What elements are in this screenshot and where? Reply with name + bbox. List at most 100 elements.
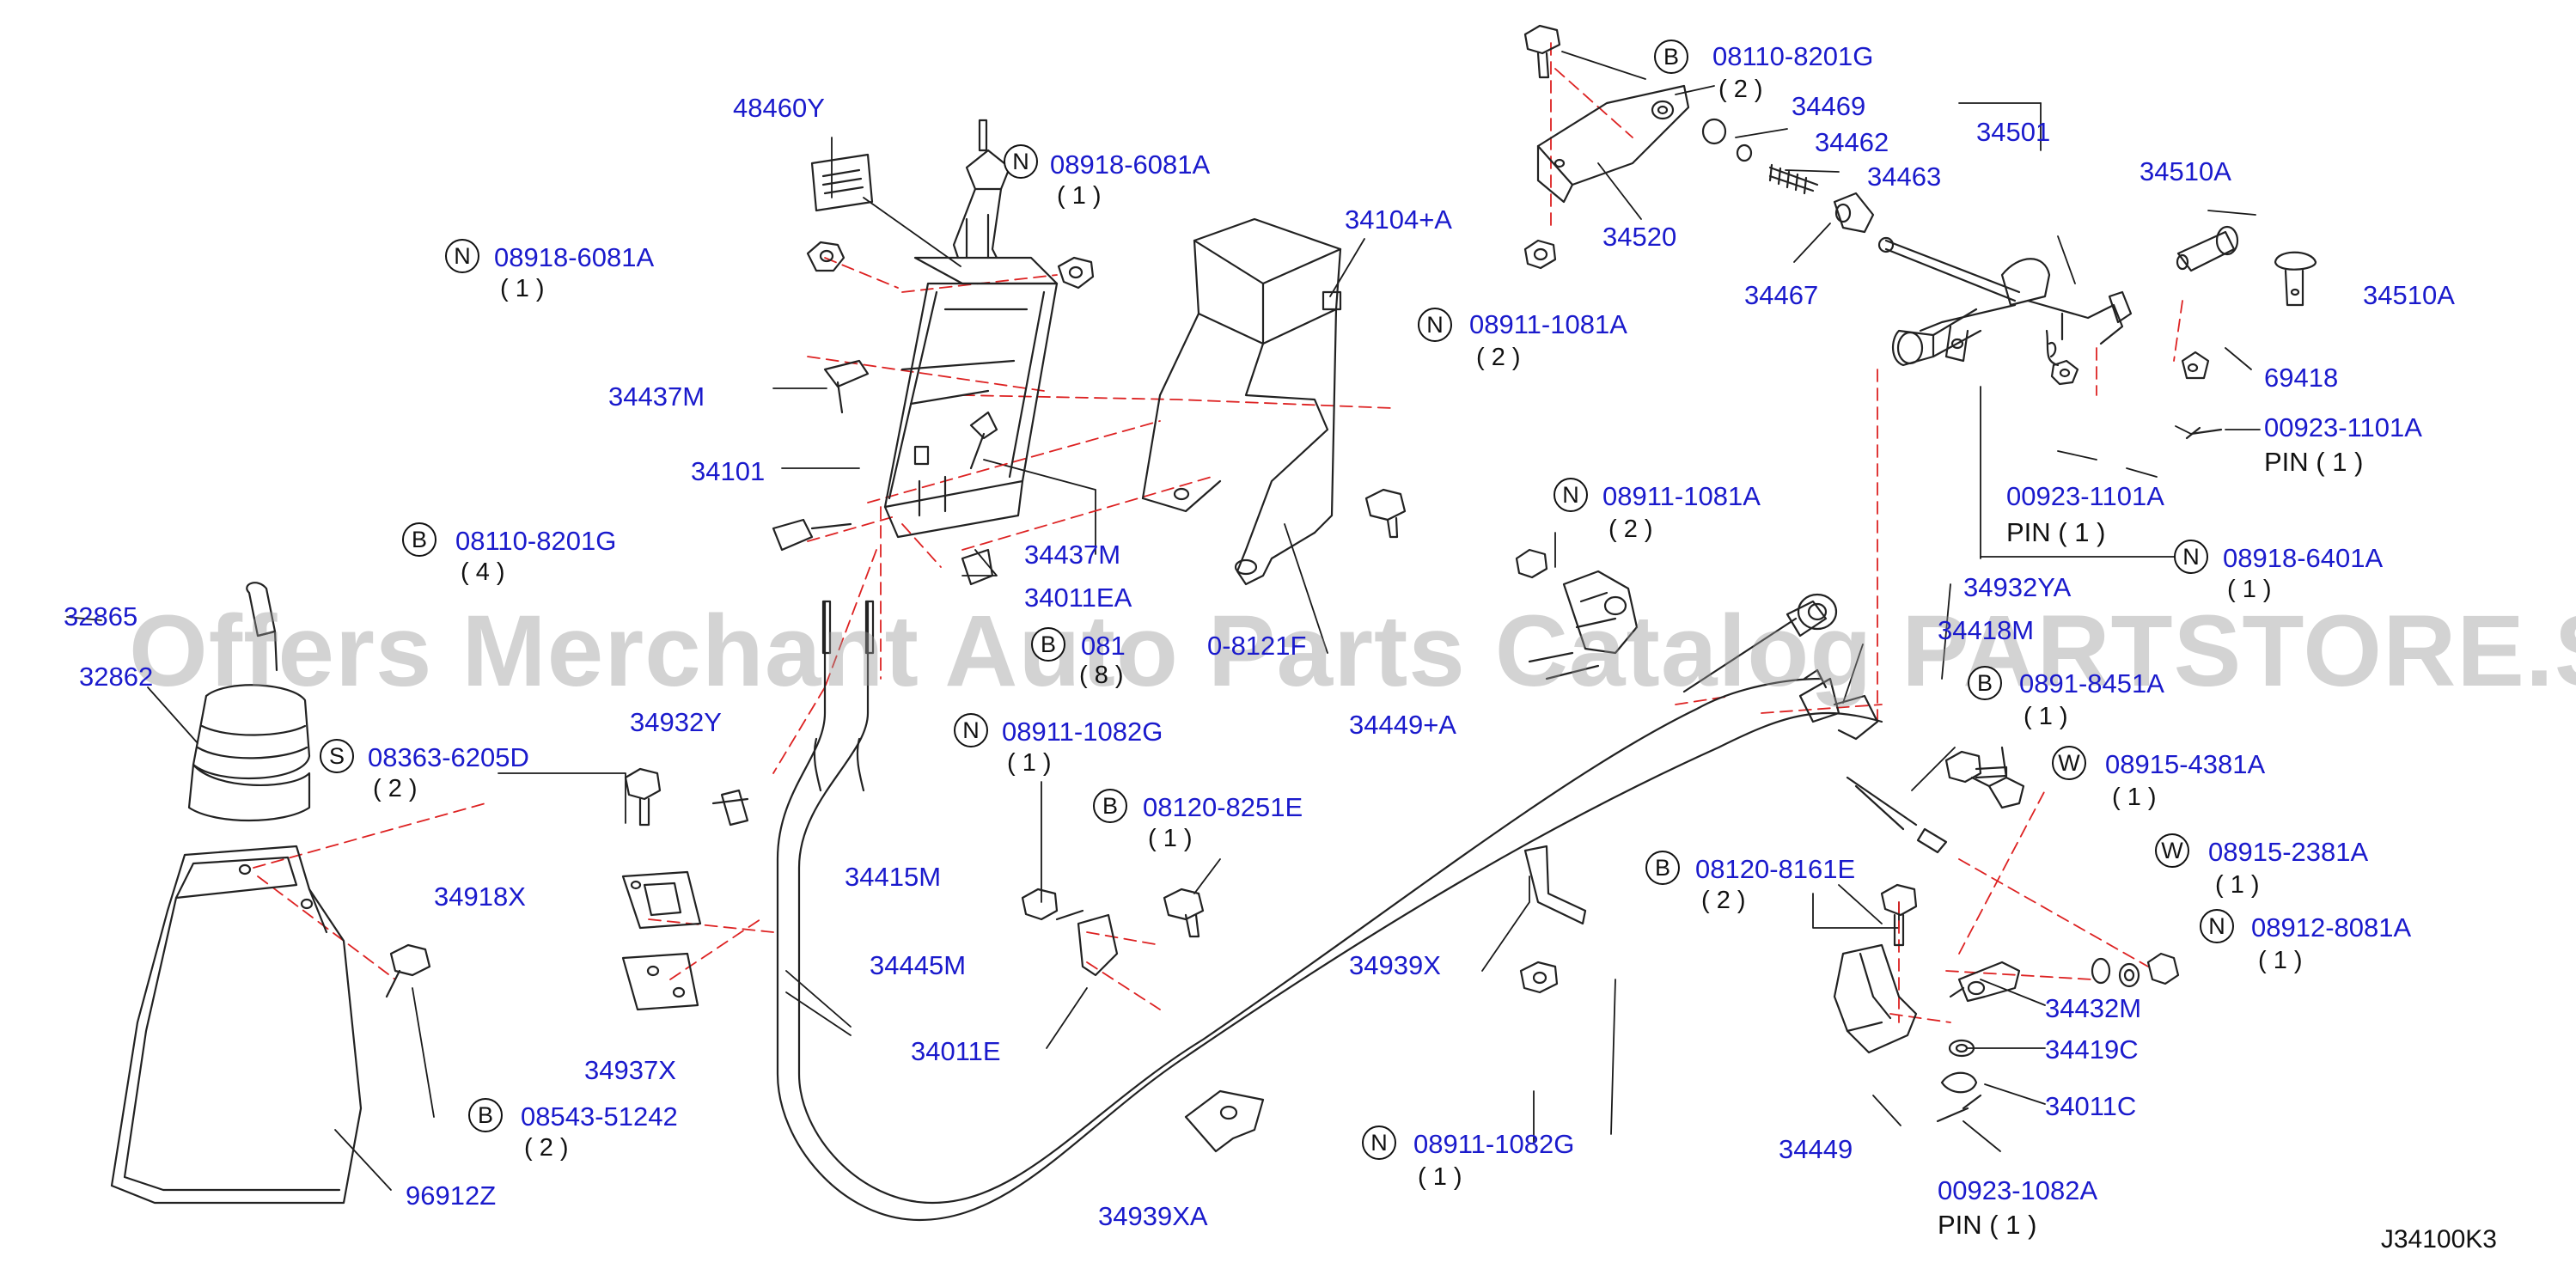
bracket-34449 (1833, 943, 1918, 1054)
dashed-lines (253, 42, 2183, 1023)
label-32865[interactable]: 32865 (64, 601, 138, 631)
label-34011E[interactable]: 34011E (911, 1036, 1001, 1066)
qty-08915-4381A: ( 1 ) (2112, 784, 2157, 811)
symbol-b: B (402, 522, 436, 557)
label-34101[interactable]: 34101 (691, 456, 766, 486)
symbol-n: N (1554, 478, 1588, 512)
linkage-34449A (1528, 570, 1639, 680)
label-69418[interactable]: 69418 (2264, 363, 2339, 393)
symbol-n: N (445, 239, 479, 273)
qty-08918-6401A: ( 1 ) (2227, 576, 2272, 603)
label-08918-6401A[interactable]: 08918-6401A (2223, 543, 2384, 573)
label-08911-1081A-top[interactable]: 08911-1081A (1469, 309, 1627, 339)
label-08915-2381A[interactable]: 08915-2381A (2208, 837, 2369, 867)
pins-34510A (2176, 225, 2317, 440)
label-34437M-b[interactable]: 34437M (1024, 540, 1121, 570)
qty-08120-8161E: ( 2 ) (1701, 887, 1746, 914)
label-34011C[interactable]: 34011C (2045, 1091, 2137, 1121)
symbol-n: N (2200, 909, 2234, 943)
symbol-s: S (320, 739, 354, 773)
pin-00923-1101A-a: PIN ( 1 ) (2264, 447, 2364, 477)
label-34501[interactable]: 34501 (1976, 117, 2051, 147)
qty-081-hidden: ( 8 ) (1079, 662, 1124, 689)
label-34445M[interactable]: 34445M (870, 950, 967, 980)
cable-clips (711, 677, 1840, 1153)
label-081-hidden[interactable]: 081 (1081, 631, 1126, 661)
label-08911-1082G-bottom[interactable]: 08911-1082G (1413, 1129, 1575, 1159)
clip-34932YA (1803, 668, 1879, 741)
symbol-w: W (2052, 746, 2086, 780)
diagram-code: J34100K3 (2380, 1225, 2497, 1254)
bolt-08915 (1944, 750, 2008, 784)
qty-08912-8081A: ( 1 ) (2258, 947, 2303, 974)
label-08918-6081A-top[interactable]: 08918-6081A (1050, 149, 1211, 180)
pin-00923-1082A: PIN ( 1 ) (1938, 1210, 2037, 1240)
label-32862[interactable]: 32862 (79, 662, 154, 692)
label-34469[interactable]: 34469 (1792, 91, 1866, 121)
qty-08363-6205D: ( 2 ) (373, 775, 418, 802)
bolt-08120-8161E (1880, 883, 1918, 947)
label-34432M[interactable]: 34432M (2045, 993, 2142, 1023)
label-34011EA[interactable]: 34011EA (1024, 583, 1132, 613)
label-34520[interactable]: 34520 (1602, 222, 1677, 252)
label-08912-8081A[interactable]: 08912-8081A (2251, 912, 2412, 943)
label-34437M-a[interactable]: 34437M (608, 381, 705, 412)
pin-00923-1101A-b: PIN ( 1 ) (2006, 517, 2106, 547)
label-08110-8201G-left[interactable]: 08110-8201G (455, 526, 617, 556)
label-08918-6081A-left[interactable]: 08918-6081A (494, 242, 655, 272)
label-08120-8251E[interactable]: 08120-8251E (1143, 792, 1303, 822)
label-08121F-hidden[interactable]: 0-8121F (1207, 631, 1307, 661)
label-08911-1081A-mid[interactable]: 08911-1081A (1602, 481, 1761, 511)
label-34939XA[interactable]: 34939XA (1098, 1201, 1208, 1231)
label-34463[interactable]: 34463 (1867, 162, 1942, 192)
label-34467[interactable]: 34467 (1744, 280, 1819, 310)
symbol-b: B (1093, 789, 1127, 823)
qty-08918-6081A-left: ( 1 ) (500, 275, 545, 302)
label-00923-1101A-a[interactable]: 00923-1101A (2264, 412, 2422, 442)
label-08543-51242[interactable]: 08543-51242 (521, 1101, 678, 1132)
label-34510A-a[interactable]: 34510A (2140, 156, 2231, 186)
label-96912Z[interactable]: 96912Z (406, 1180, 497, 1211)
label-48460Y[interactable]: 48460Y (733, 93, 825, 123)
pins-00923 (1936, 329, 2079, 1123)
label-34415M[interactable]: 34415M (845, 862, 942, 892)
label-34449A[interactable]: 34449+A (1349, 710, 1456, 740)
label-34932Y[interactable]: 34932Y (630, 707, 722, 737)
qty-08110-8201G-left: ( 4 ) (461, 558, 505, 586)
cables (776, 593, 1948, 1222)
symbol-n: N (1418, 308, 1452, 342)
label-00923-1082A[interactable]: 00923-1082A (1938, 1175, 2098, 1205)
qty-08915-hidden: ( 1 ) (2024, 703, 2068, 730)
label-34449[interactable]: 34449 (1779, 1134, 1853, 1164)
symbol-b: B (1031, 627, 1065, 662)
qty-08915-2381A: ( 1 ) (2215, 871, 2260, 899)
bracket-34520 (1536, 84, 1875, 234)
symbol-w: W (2155, 833, 2189, 868)
label-34419C[interactable]: 34419C (2045, 1034, 2139, 1065)
label-08110-8201G-top[interactable]: 08110-8201G (1712, 41, 1874, 71)
label-34937X[interactable]: 34937X (584, 1055, 676, 1085)
fasteners-top-left (772, 241, 1095, 586)
label-34932YA[interactable]: 34932YA (1963, 572, 2072, 602)
symbol-n: N (1362, 1126, 1396, 1160)
label-34462[interactable]: 34462 (1815, 127, 1889, 157)
qty-08911-1081A-top: ( 2 ) (1476, 344, 1521, 371)
label-08915-4381A[interactable]: 08915-4381A (2105, 749, 2266, 779)
brackets-left (621, 870, 702, 1011)
cover-34104 (1141, 217, 1342, 586)
label-00923-1101A-b[interactable]: 00923-1101A (2006, 481, 2164, 511)
watermark: Offers Merchant Auto Parts Catalog PARTS… (129, 595, 2576, 708)
label-08911-1082G-mid[interactable]: 08911-1082G (1002, 717, 1163, 747)
label-08915-hidden[interactable]: 0891-8451A (2019, 668, 2164, 699)
label-34510A-b[interactable]: 34510A (2363, 280, 2455, 310)
label-34939X[interactable]: 34939X (1349, 950, 1441, 980)
label-34418M[interactable]: 34418M (1938, 615, 2035, 645)
label-34104A[interactable]: 34104+A (1345, 204, 1452, 235)
qty-08110-8201G-top: ( 2 ) (1718, 76, 1763, 103)
hex-nuts (1021, 24, 1561, 994)
label-08363-6205D[interactable]: 08363-6205D (368, 742, 529, 772)
label-34918X[interactable]: 34918X (434, 882, 526, 912)
label-08120-8161E[interactable]: 08120-8161E (1695, 854, 1856, 884)
